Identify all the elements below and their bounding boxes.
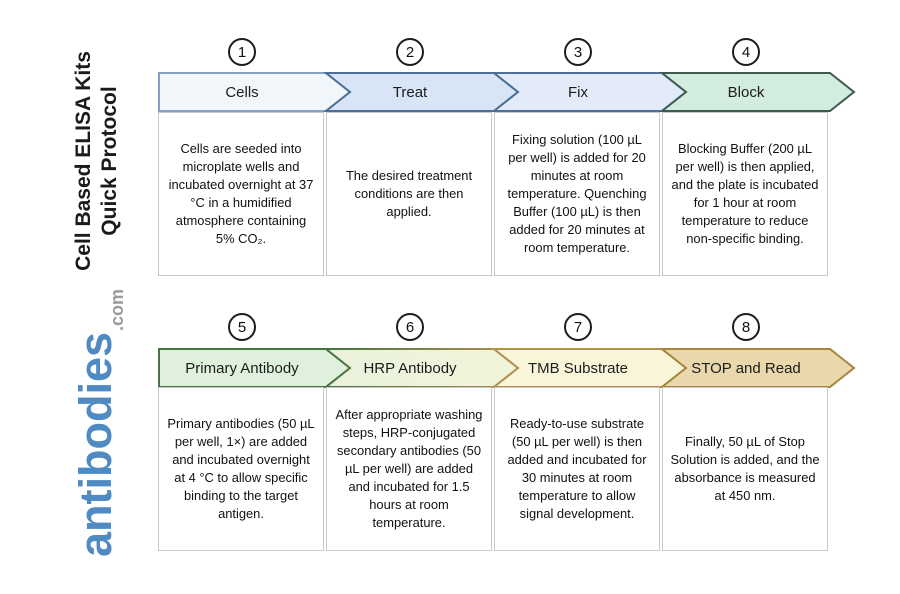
- step-number-3: 3: [564, 38, 592, 66]
- step-description-3: Fixing solution (100 µL per well) is add…: [494, 112, 660, 276]
- diagram-title-line1: Cell Based ELISA Kits: [72, 51, 95, 271]
- brand-logo-suffix: .com: [107, 288, 127, 331]
- step-description-3-text: Fixing solution (100 µL per well) is add…: [507, 131, 647, 256]
- step-description-4: Blocking Buffer (200 µL per well) is the…: [662, 112, 828, 276]
- step-number-7-text: 7: [573, 318, 583, 336]
- arrow-label-hrp-antibody: HRP Antibody: [363, 359, 457, 377]
- step-number-4-text: 4: [741, 43, 751, 61]
- step-number-8: 8: [732, 313, 760, 341]
- step-description-5-text: Primary antibodies (50 µL per well, 1×) …: [167, 415, 315, 522]
- step-description-1-text: Cells are seeded into microplate wells a…: [168, 140, 314, 247]
- arrow-label-cells: Cells: [225, 83, 259, 101]
- arrow-label-treat: Treat: [392, 83, 428, 101]
- arrow-band-row2: [158, 348, 856, 388]
- arrow-label-block: Block: [727, 83, 765, 101]
- step-description-7-text: Ready-to-use substrate (50 µL per well) …: [507, 415, 647, 522]
- step-number-8-text: 8: [741, 318, 751, 336]
- step-number-6-text: 6: [405, 318, 415, 336]
- brand-logo: antibodies.com: [70, 289, 128, 557]
- step-number-5-text: 5: [237, 318, 247, 336]
- step-description-1: Cells are seeded into microplate wells a…: [158, 112, 324, 276]
- step-number-7: 7: [564, 313, 592, 341]
- step-number-1-text: 1: [237, 43, 247, 61]
- arrow-label-fix: Fix: [568, 83, 588, 101]
- diagram-title-line2: Quick Protocol: [98, 86, 121, 236]
- step-description-6-text: After appropriate washing steps, HRP-con…: [335, 406, 483, 531]
- arrow-shape-stop-and-read: [659, 348, 856, 388]
- step-description-7: Ready-to-use substrate (50 µL per well) …: [494, 387, 660, 551]
- step-description-8: Finally, 50 µL of Stop Solution is added…: [662, 387, 828, 551]
- step-number-2-text: 2: [405, 43, 415, 61]
- step-description-2-text: The desired treatment conditions are the…: [345, 167, 473, 220]
- step-description-2: The desired treatment conditions are the…: [326, 112, 492, 276]
- arrow-label-tmb-substrate: TMB Substrate: [527, 359, 629, 377]
- step-description-5: Primary antibodies (50 µL per well, 1×) …: [158, 387, 324, 551]
- step-number-4: 4: [732, 38, 760, 66]
- step-description-4-text: Blocking Buffer (200 µL per well) is the…: [671, 140, 819, 247]
- arrow-label-stop-and-read: STOP and Read: [691, 359, 801, 377]
- step-number-1: 1: [228, 38, 256, 66]
- diagram-title: Cell Based ELISA Kits Quick Protocol: [71, 26, 123, 296]
- step-description-6: After appropriate washing steps, HRP-con…: [326, 387, 492, 551]
- step-number-5: 5: [228, 313, 256, 341]
- step-description-8-text: Finally, 50 µL of Stop Solution is added…: [670, 433, 820, 504]
- arrow-label-primary-antibody: Primary Antibody: [185, 359, 299, 377]
- step-number-2: 2: [396, 38, 424, 66]
- brand-logo-text: antibodies: [70, 331, 121, 558]
- arrow-band-row1: [158, 72, 856, 112]
- step-number-6: 6: [396, 313, 424, 341]
- step-number-3-text: 3: [573, 43, 583, 61]
- arrow-shape-block: [659, 72, 856, 112]
